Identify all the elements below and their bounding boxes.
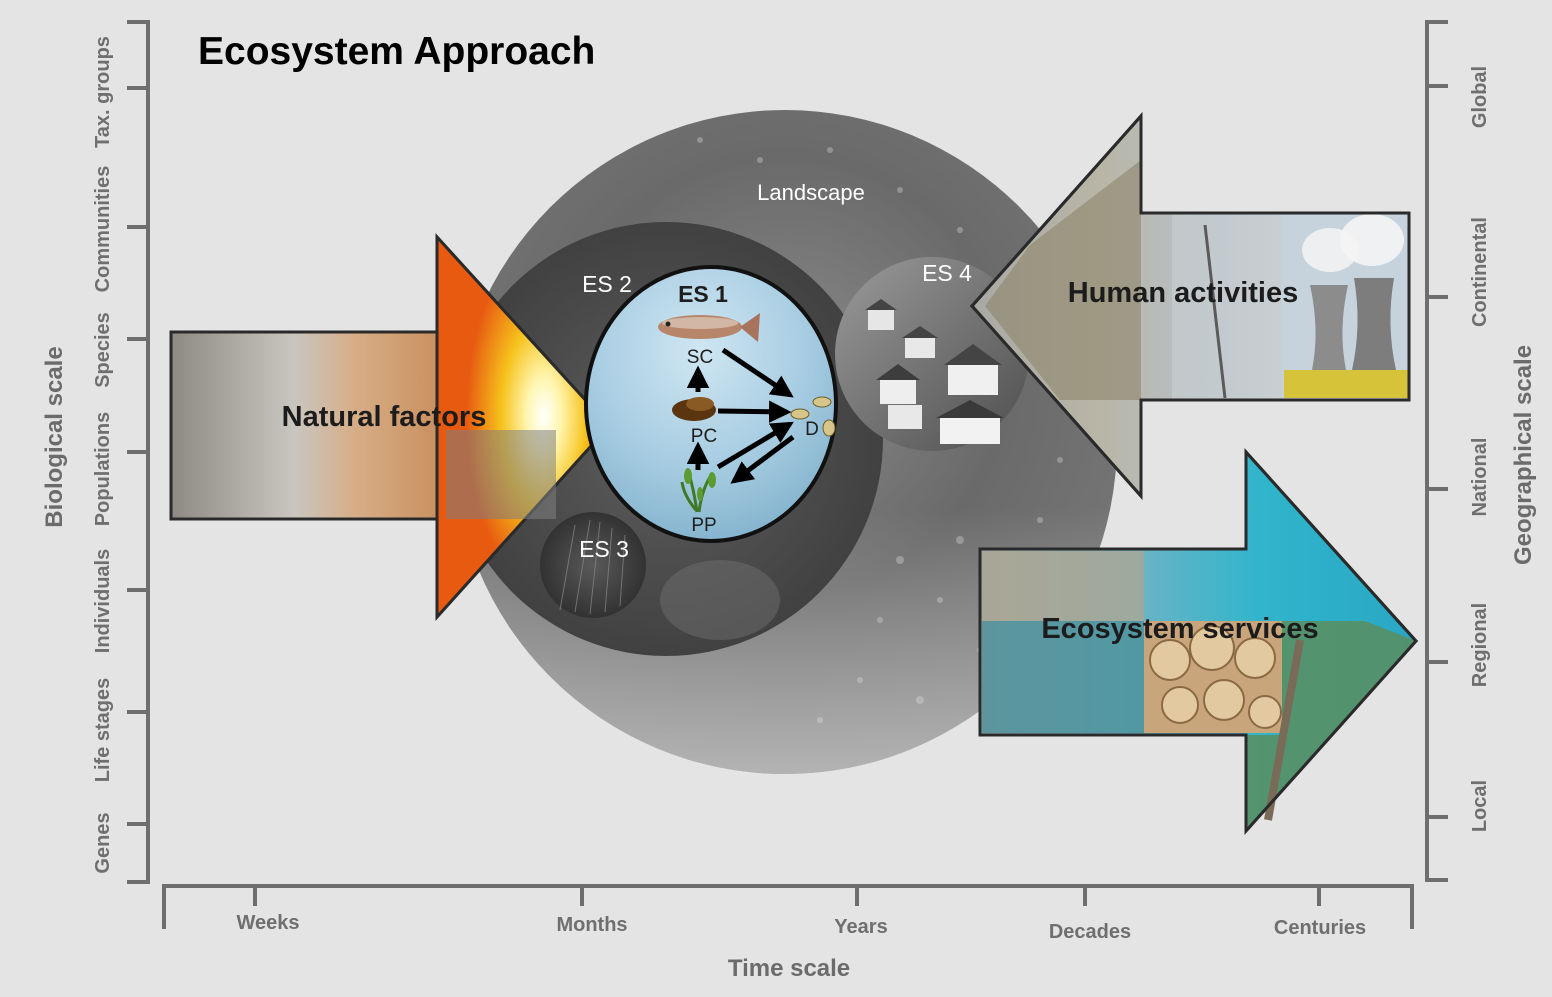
left-axis-label: Biological scale xyxy=(41,346,68,527)
right-tick-continental: Continental xyxy=(1469,217,1491,327)
food-web-d-label: D xyxy=(805,419,819,440)
right-axis: Local Regional National Continental Glob… xyxy=(1425,20,1537,882)
left-tick-life-stages: Life stages xyxy=(92,678,114,782)
fish-catch-photo xyxy=(982,551,1144,621)
cooling-tower-icon xyxy=(1302,214,1404,370)
right-axis-label: Geographical scale xyxy=(1510,345,1537,565)
logs-icon xyxy=(1149,625,1282,729)
bottom-tick-years: Years xyxy=(834,916,887,938)
es3-label: ES 3 xyxy=(579,536,629,562)
fish-icon xyxy=(658,313,760,342)
aquarium-photo xyxy=(982,621,1144,733)
es1-circle: ES 1 xyxy=(584,265,838,543)
human-activities-label: Human activities xyxy=(1068,277,1298,309)
ecosystem-services-arrow: Ecosystem services xyxy=(978,448,1419,835)
bottom-tick-weeks: Weeks xyxy=(236,912,299,934)
natural-factors-arrow: Natural factors xyxy=(169,233,612,621)
houses-icon xyxy=(865,299,1004,444)
landscape-label: Landscape xyxy=(757,180,865,205)
pc-to-d-arrow xyxy=(717,400,792,423)
es1-label: ES 1 xyxy=(678,281,728,307)
left-tick-tax-groups: Tax. groups xyxy=(92,36,114,148)
detritus-icon xyxy=(790,396,836,437)
bottom-axis-line xyxy=(162,884,1414,929)
bottom-axis-label: Time scale xyxy=(728,955,850,982)
food-web-pp-label: PP xyxy=(691,515,716,536)
left-tick-species: Species xyxy=(92,312,114,388)
food-web-sc-label: SC xyxy=(687,347,713,368)
sc-to-d-arrow xyxy=(721,347,794,398)
d-to-pp-arrow xyxy=(730,434,795,484)
right-tick-national: National xyxy=(1469,438,1491,517)
rapeseed-field xyxy=(1284,370,1409,398)
es3-circle: ES 3 xyxy=(540,512,646,618)
right-tick-global: Global xyxy=(1469,66,1491,128)
road-photo xyxy=(1172,213,1282,400)
sun-icon xyxy=(437,237,609,617)
es3-photo xyxy=(540,512,646,618)
food-web-pc-label: PC xyxy=(691,426,717,447)
plant-icon xyxy=(680,468,716,513)
left-tick-populations: Populations xyxy=(92,412,114,526)
right-tick-regional: Regional xyxy=(1469,603,1491,687)
es4-label: ES 4 xyxy=(922,260,972,286)
natural-factors-label: Natural factors xyxy=(282,401,487,433)
food-web-arrows xyxy=(686,347,795,484)
page-title: Ecosystem Approach xyxy=(198,30,596,73)
forest-photo xyxy=(1246,621,1416,831)
left-tick-genes: Genes xyxy=(92,812,114,873)
right-axis-line xyxy=(1425,20,1448,882)
pp-to-d-arrow xyxy=(716,421,794,470)
human-activities-arrow: Human activities xyxy=(969,112,1411,500)
field-photo xyxy=(985,160,1141,400)
ecosystem-services-label: Ecosystem services xyxy=(1041,613,1318,645)
left-tick-communities: Communities xyxy=(92,166,114,293)
left-tick-individuals: Individuals xyxy=(92,549,114,653)
right-tick-local: Local xyxy=(1469,780,1491,832)
left-axis: Genes Life stages Individuals Population… xyxy=(41,20,150,884)
bottom-tick-decades: Decades xyxy=(1049,921,1131,943)
bottom-tick-centuries: Centuries xyxy=(1274,917,1366,939)
bottom-axis: Weeks Months Years Decades Centuries Tim… xyxy=(162,884,1414,982)
bottom-tick-months: Months xyxy=(556,914,627,936)
water-photo xyxy=(446,430,556,519)
tree-trunk xyxy=(1264,639,1304,821)
snail-icon xyxy=(672,397,716,421)
es2-label: ES 2 xyxy=(582,271,632,297)
